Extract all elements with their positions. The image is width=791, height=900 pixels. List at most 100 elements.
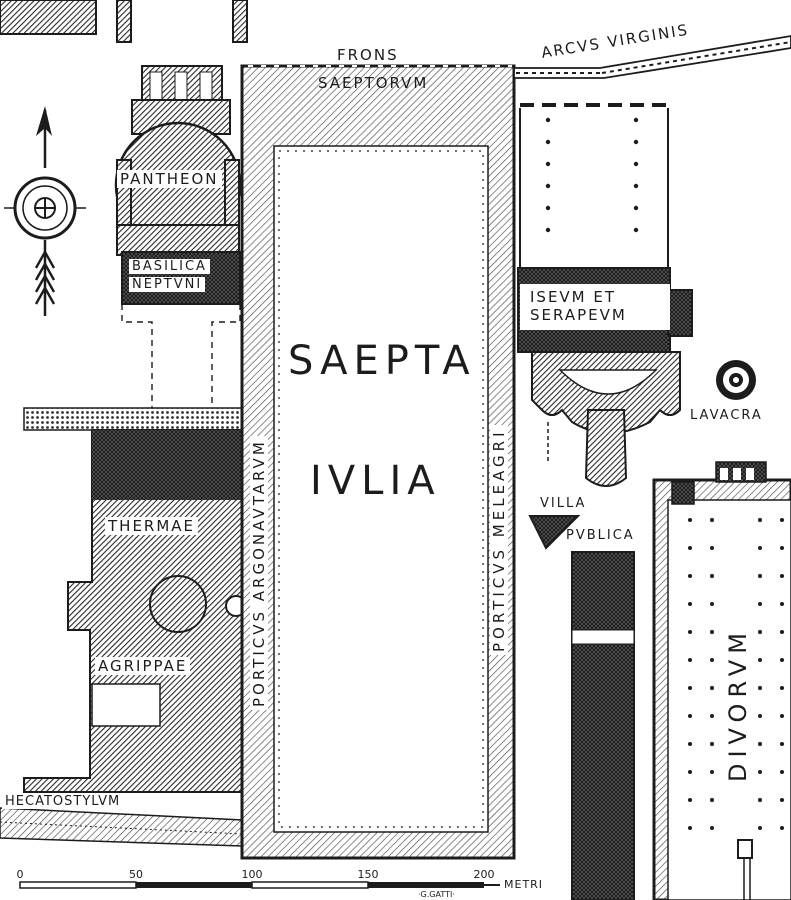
label-divorum: DIVORVM (724, 627, 752, 782)
column-dot (710, 770, 714, 774)
column-dot (710, 546, 714, 550)
column-dot (633, 161, 639, 167)
label-frons: FRONS (337, 46, 399, 64)
column-dot (780, 630, 784, 634)
scale-tick-100: 100 (242, 868, 263, 881)
label-publica: PVBLICA (566, 528, 635, 543)
north-arrow-icon (34, 106, 56, 316)
column-dot (780, 798, 784, 802)
column-dot (758, 546, 762, 550)
column-dot (545, 227, 551, 233)
column-dot (710, 574, 714, 578)
label-iulia: IVLIA (310, 458, 441, 504)
arcus-virginis-aqueduct (513, 35, 791, 79)
column-dot (710, 686, 714, 690)
column-dot (688, 602, 692, 606)
scale-tick-200: 200 (474, 868, 495, 881)
column-dot (688, 630, 692, 634)
saepta-iulia-enclosure (240, 64, 516, 860)
label-basilica: BASILICA (129, 259, 210, 274)
column-dot (758, 798, 762, 802)
column-dot (688, 826, 692, 830)
iseum-et-serapeum (517, 267, 693, 487)
column-dot (780, 658, 784, 662)
compass-rose-icon (4, 176, 86, 240)
villa-publica (528, 515, 635, 900)
thermae-agrippae (23, 407, 247, 793)
column-dot (780, 770, 784, 774)
column-dot (688, 518, 692, 522)
column-dot (710, 630, 714, 634)
column-dot (780, 686, 784, 690)
label-thermae: THERMAE (105, 517, 199, 535)
column-dot (758, 574, 762, 578)
column-dot (710, 658, 714, 662)
column-dot (633, 183, 639, 189)
column-dot (688, 714, 692, 718)
column-dot (758, 518, 762, 522)
label-lavacra: LAVACRA (690, 408, 763, 423)
column-dot (758, 714, 762, 718)
column-dot (758, 826, 762, 830)
column-dot (780, 602, 784, 606)
column-dot (710, 518, 714, 522)
label-hecatostylum: HECATOSTYLVM (2, 794, 124, 809)
column-dot (780, 742, 784, 746)
scale-credit: ·G.GATTI· (418, 890, 455, 899)
column-dot (758, 770, 762, 774)
column-dot (710, 798, 714, 802)
column-dot (710, 826, 714, 830)
column-dot (758, 658, 762, 662)
column-dot (688, 658, 692, 662)
column-dot (633, 205, 639, 211)
column-dot (633, 117, 639, 123)
pantheon-building (114, 65, 242, 256)
column-dot (688, 798, 692, 802)
column-dot (633, 139, 639, 145)
label-agrippae: AGRIPPAE (95, 657, 191, 675)
label-iseum: ISEVM ET (530, 288, 617, 306)
column-dot (688, 742, 692, 746)
column-dot (633, 227, 639, 233)
divorum-temple-precinct (652, 461, 791, 900)
label-saepta: SAEPTA (288, 338, 476, 384)
column-dot (545, 205, 551, 211)
column-dot (688, 546, 692, 550)
column-dot (780, 826, 784, 830)
column-dot (780, 546, 784, 550)
label-saeptorum: SAEPTORVM (318, 74, 429, 92)
scale-tick-50: 50 (129, 868, 143, 881)
iseum-courtyard (519, 103, 669, 268)
label-porticus-argonautarum: PORTICVS ARGONAVTARVM (250, 436, 268, 710)
top-left-fragments (0, 0, 248, 43)
lavacra-fountain (716, 360, 756, 400)
scale-unit: METRI (504, 878, 543, 891)
label-villa: VILLA (540, 496, 587, 511)
column-dot (780, 574, 784, 578)
column-dot (758, 630, 762, 634)
column-dot (688, 686, 692, 690)
column-dot (710, 714, 714, 718)
hecatostylum-portico (0, 807, 243, 847)
label-porticus-meleagri: PORTICVS MELEAGRI (490, 425, 508, 655)
column-dot (758, 686, 762, 690)
label-neptuni: NEPTVNI (129, 277, 206, 292)
label-pantheon: PANTHEON (117, 170, 222, 188)
column-dot (780, 518, 784, 522)
column-dot (545, 183, 551, 189)
column-dot (710, 602, 714, 606)
column-dot (688, 770, 692, 774)
column-dot (780, 714, 784, 718)
label-serapeum: SERAPEVM (530, 306, 627, 324)
basilica-neptuni (121, 251, 241, 410)
scale-tick-0: 0 (17, 868, 24, 881)
column-dot (710, 742, 714, 746)
column-dot (545, 139, 551, 145)
column-dot (545, 117, 551, 123)
column-dot (758, 602, 762, 606)
column-dot (688, 574, 692, 578)
column-dot (758, 742, 762, 746)
column-dot (545, 161, 551, 167)
scale-tick-150: 150 (358, 868, 379, 881)
